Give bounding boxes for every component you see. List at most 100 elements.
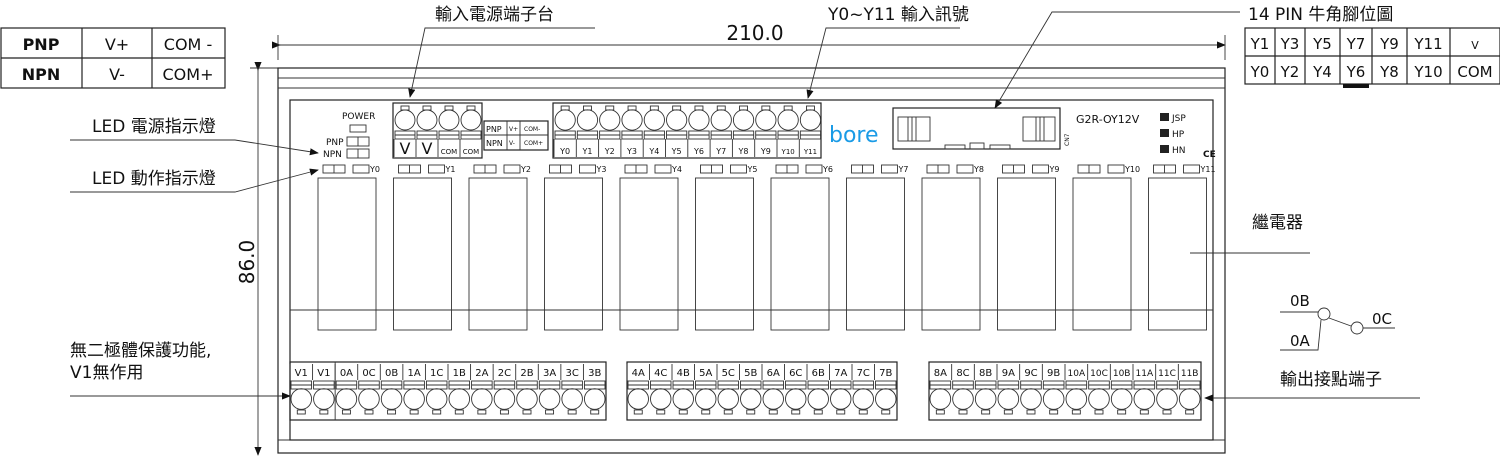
terminal-y2[interactable]: Y2 (598, 105, 621, 157)
terminal-label: Y10 (781, 148, 795, 156)
terminal-5a[interactable]: 5A (694, 364, 717, 415)
terminal-y10[interactable]: Y10 (776, 105, 799, 157)
terminal-5c[interactable]: 5C (716, 364, 739, 415)
terminal-7c[interactable]: 7C (851, 364, 874, 415)
terminal-8b[interactable]: 8B (973, 364, 997, 415)
relay (317, 177, 377, 331)
terminal-label: 8C (956, 368, 969, 379)
terminal-y1[interactable]: Y1 (575, 105, 599, 157)
mini-npn-v: V- (509, 140, 515, 147)
terminal-4c[interactable]: 4C (649, 364, 672, 415)
width-dimension: 210.0 (271, 21, 1226, 60)
terminal-11a[interactable]: 11A (1132, 364, 1156, 415)
jumper-hp: HP (1160, 129, 1185, 140)
led-label: Y10 (1124, 165, 1140, 174)
terminal-label: Y9 (760, 147, 771, 156)
action-led (881, 164, 898, 174)
terminal-8a[interactable]: 8A (928, 364, 952, 415)
terminal-4b[interactable]: 4B (671, 364, 694, 415)
terminal-11c[interactable]: 11C (1155, 364, 1178, 415)
terminal-7a[interactable]: 7A (829, 364, 852, 415)
terminal-7b[interactable]: 7B (874, 364, 897, 415)
terminal-3a[interactable]: 3A (537, 364, 561, 415)
terminal-2a[interactable]: 2A (470, 364, 493, 415)
led-label: Y8 (973, 165, 984, 174)
terminal-3c[interactable]: 3C (560, 364, 583, 415)
pin-y5: Y5 (1312, 35, 1332, 53)
callout-led-action-text: LED 動作指示燈 (92, 169, 216, 189)
terminal-com[interactable]: COM (459, 105, 482, 157)
terminal-y4[interactable]: Y4 (642, 105, 665, 157)
height-value: 86.0 (235, 240, 259, 285)
pin-y0: Y0 (1250, 63, 1270, 81)
relay-channel-y1: Y1 (393, 164, 455, 331)
wiring-type-pnp: PNP (23, 35, 60, 54)
terminal-6a[interactable]: 6A (761, 364, 784, 415)
power-led-area: POWER PNP NPN (323, 112, 375, 160)
board-body (277, 67, 1226, 454)
terminal-1b[interactable]: 1B (447, 364, 471, 415)
relay (997, 177, 1056, 331)
terminal-v1[interactable]: V1 (312, 364, 335, 415)
terminal-label: Y2 (604, 147, 615, 156)
terminal-6b[interactable]: 6B (806, 364, 829, 415)
terminal-com[interactable]: COM (437, 105, 460, 157)
relay-channel-y3: Y3 (544, 164, 607, 331)
led-label: Y3 (596, 165, 607, 174)
terminal-3b[interactable]: 3B (582, 364, 606, 415)
connector-label: CN7 (1064, 133, 1071, 146)
terminal-label: V1 (295, 368, 308, 379)
jumper-jsp: JSP (1160, 113, 1186, 124)
terminal-label: 3C (565, 368, 578, 379)
terminal-8c[interactable]: 8C (951, 364, 974, 415)
brand-logo: bore (829, 123, 879, 148)
relay (468, 177, 528, 331)
terminal-label: 0C (362, 368, 375, 379)
terminal-2c[interactable]: 2C (492, 364, 516, 415)
callout-output-terminal-text: 輸出接點端子 (1280, 370, 1382, 390)
terminal-6c[interactable]: 6C (784, 364, 807, 415)
terminal-1a[interactable]: 1A (402, 364, 425, 415)
terminal-label: 1B (453, 368, 466, 379)
terminal-y5[interactable]: Y5 (665, 105, 688, 157)
terminal-5b[interactable]: 5B (739, 364, 762, 415)
relay-channel-y11: Y11 (1148, 164, 1216, 331)
terminal-11b[interactable]: 11B (1177, 364, 1201, 415)
terminal-y0[interactable]: Y0 (553, 105, 576, 157)
terminal-v[interactable]: V (415, 105, 438, 158)
terminal-0a[interactable]: 0A (334, 364, 358, 415)
terminal-9b[interactable]: 9B (1041, 364, 1065, 415)
contact-com-label: 0C (1372, 310, 1392, 328)
action-led (654, 164, 672, 174)
terminal-10b[interactable]: 10B (1109, 364, 1133, 415)
terminal-9a[interactable]: 9A (996, 364, 1020, 415)
terminal-label: COM (463, 148, 479, 156)
terminal-1c[interactable]: 1C (424, 364, 448, 415)
mini-npn: NPN (486, 139, 503, 148)
terminal-0b[interactable]: 0B (379, 364, 403, 415)
terminal-y8[interactable]: Y8 (731, 105, 755, 157)
terminal-y3[interactable]: Y3 (620, 105, 643, 157)
terminal-10a[interactable]: 10A (1064, 364, 1088, 415)
terminal-y11[interactable]: Y11 (798, 105, 822, 157)
wiring-type-npn: NPN (22, 65, 61, 84)
led-label: Y11 (1200, 165, 1216, 174)
terminal-y9[interactable]: Y9 (754, 105, 777, 157)
terminal-4a[interactable]: 4A (626, 364, 649, 415)
terminal-9c[interactable]: 9C (1019, 364, 1042, 415)
terminal-2b[interactable]: 2B (515, 364, 538, 415)
terminal-y7[interactable]: Y7 (709, 105, 732, 157)
terminal-10c[interactable]: 10C (1087, 364, 1110, 415)
terminal-y6[interactable]: Y6 (687, 105, 710, 157)
callout-no-diode-text-1: 無二極體保護功能, (70, 341, 211, 361)
terminal-v1[interactable]: V1 (289, 364, 313, 415)
terminal-0c[interactable]: 0C (357, 364, 380, 415)
terminal-label: 8B (979, 368, 992, 379)
terminal-v[interactable]: V (393, 105, 416, 158)
action-led (352, 164, 370, 174)
terminal-label: 8A (934, 368, 947, 379)
